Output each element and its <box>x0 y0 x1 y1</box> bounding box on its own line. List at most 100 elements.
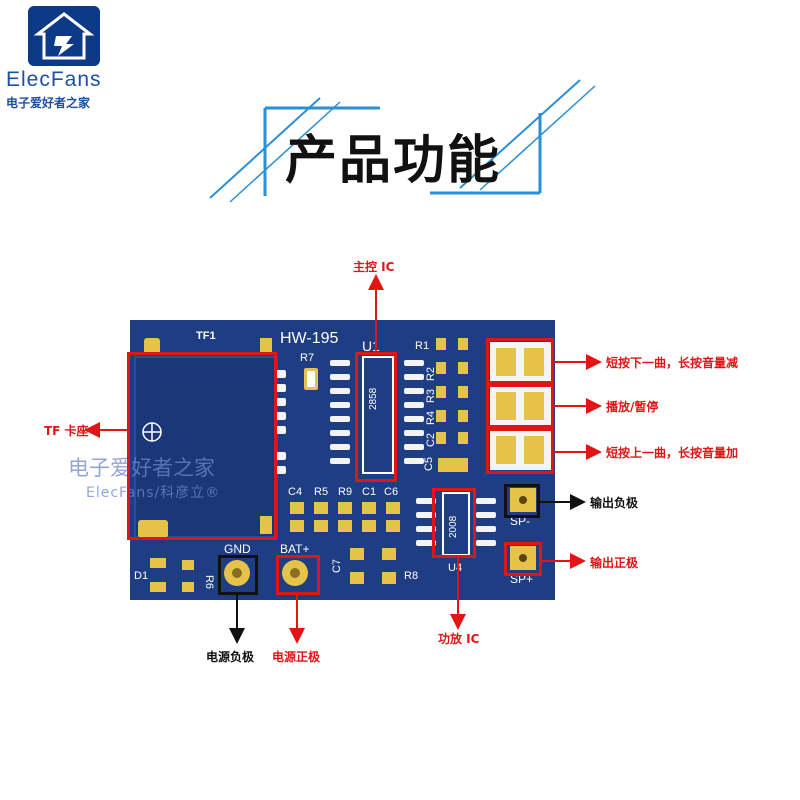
tf-pin <box>276 452 286 460</box>
tf-pad-bottom-left <box>138 520 168 538</box>
smd-pad <box>314 520 328 532</box>
callout-main-ic: 主控 IC <box>353 260 395 274</box>
ic-pin <box>404 458 424 464</box>
silk-gnd: GND <box>224 542 251 556</box>
bat-terminal-hole <box>290 568 300 578</box>
silk-r5: R5 <box>314 486 329 498</box>
tf-pin <box>276 384 286 392</box>
tf-pad-bottom-right <box>260 516 272 534</box>
ic-pin <box>476 526 496 532</box>
smd-pad <box>290 502 304 514</box>
ic-pin <box>330 388 350 394</box>
crosshair-icon <box>142 422 162 442</box>
smd-pad <box>382 572 396 584</box>
d1-pad <box>150 558 166 568</box>
resistor-pad <box>458 338 468 350</box>
c5-pad <box>438 458 468 472</box>
prev-button-highlight <box>486 338 554 384</box>
tf-pin <box>276 398 286 406</box>
r6-pad <box>182 582 194 592</box>
silk-c4: C4 <box>288 486 303 498</box>
house-icon <box>33 12 95 60</box>
ic-pin <box>476 498 496 504</box>
button-pad <box>524 392 544 420</box>
callout-out-pos: 输出正极 <box>590 556 639 570</box>
bat-highlight <box>276 555 320 595</box>
tf-pin <box>276 412 286 420</box>
sp-minus-highlight <box>504 484 540 518</box>
ic-pin <box>416 512 436 518</box>
logo-subtitle: 电子爱好者之家 <box>6 96 91 110</box>
ic-pin <box>416 498 436 504</box>
smd-pad <box>314 502 328 514</box>
r7-resistor <box>304 368 318 390</box>
ic-pin <box>476 540 496 546</box>
button-pad <box>496 436 516 464</box>
resistor-pad <box>436 410 446 422</box>
callout-amp-ic: 功放 IC <box>438 632 480 646</box>
silk-tf1: TF1 <box>196 330 216 342</box>
pcb-board: TF1 HW-195 R7 U1 2858 R1 R2 R3 R4 C2 C5 <box>130 320 555 600</box>
logo-text: ElecFans <box>6 68 102 91</box>
smd-pad <box>386 520 400 532</box>
ic-pin <box>330 374 350 380</box>
smd-pad <box>362 520 376 532</box>
smd-pad <box>382 548 396 560</box>
ic-pin <box>404 430 424 436</box>
elecfans-logo <box>28 6 100 66</box>
tf-card-slot <box>134 356 278 538</box>
ic-pin <box>404 374 424 380</box>
ic-pin <box>330 458 350 464</box>
sp-plus-hole <box>519 554 527 562</box>
page-title: 产品功能 <box>285 131 502 191</box>
ic-pin <box>416 526 436 532</box>
tf-pad-top-left <box>144 338 160 354</box>
silk-bat: BAT+ <box>280 542 310 556</box>
ic-pin <box>330 416 350 422</box>
button-pad <box>496 392 516 420</box>
resistor-pad <box>436 386 446 398</box>
resistor-pad <box>436 338 446 350</box>
resistor-pad <box>458 362 468 374</box>
ic-pin <box>330 430 350 436</box>
callout-out-neg: 输出负极 <box>590 496 639 510</box>
main-ic-chip <box>362 356 394 474</box>
tf-slot-highlight <box>127 352 277 540</box>
tf-pad-top-right <box>260 338 272 352</box>
button-pad <box>496 348 516 376</box>
resistor-pad <box>458 410 468 422</box>
button-pad <box>524 436 544 464</box>
smd-pad <box>290 520 304 532</box>
tf-pin <box>276 370 286 378</box>
callout-next: 短按上一曲，长按音量加 <box>606 446 739 460</box>
silk-d1: D1 <box>134 570 149 582</box>
resistor-pad <box>436 362 446 374</box>
resistor-pad <box>458 386 468 398</box>
watermark-en: ElecFans/科彦立® <box>86 485 221 501</box>
resistor-pad <box>436 432 446 444</box>
main-ic-highlight <box>355 352 397 482</box>
silk-c1: C1 <box>362 486 377 498</box>
amp-ic-highlight <box>432 488 476 558</box>
button-pad <box>524 348 544 376</box>
ic-pin <box>416 540 436 546</box>
smd-pad <box>350 548 364 560</box>
smd-pad <box>362 502 376 514</box>
smd-pad <box>386 502 400 514</box>
silk-r8: R8 <box>404 570 419 582</box>
callout-play: 播放/暂停 <box>606 400 659 414</box>
play-button-highlight <box>486 384 554 428</box>
silk-r7: R7 <box>300 352 315 364</box>
ic-pin <box>404 416 424 422</box>
tf-pin <box>276 466 286 474</box>
ic-pin <box>404 444 424 450</box>
r6-pad <box>182 560 194 570</box>
smd-pad <box>338 502 352 514</box>
gnd-highlight <box>218 555 258 595</box>
smd-pad <box>350 572 364 584</box>
callout-pwr-neg: 电源负极 <box>206 650 255 664</box>
d1-pad <box>150 582 166 592</box>
title-decoration <box>209 79 596 203</box>
callout-tf-slot: TF 卡座 <box>44 424 89 438</box>
